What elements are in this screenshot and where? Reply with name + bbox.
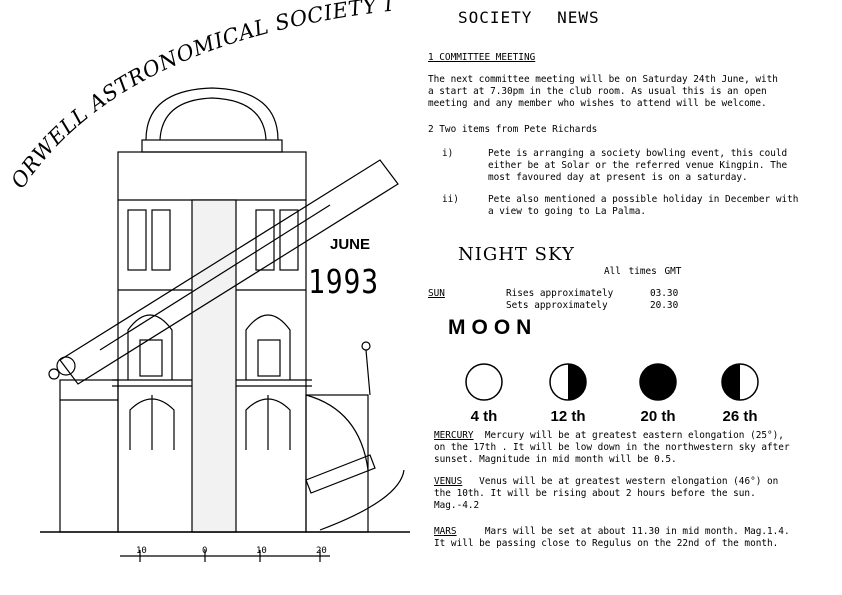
scale-label: 10 (256, 546, 267, 556)
moon-phase-date: 20 th (640, 408, 676, 425)
mercury-paragraph: MERCURY Mercury will be at greatest east… (434, 430, 790, 465)
sun-rises-time: 03.30 (650, 288, 679, 299)
sun-rises-label: Rises approximately (506, 288, 614, 299)
society-news-heading: SOCIETY NEWS (458, 8, 600, 27)
venus-label: VENUS (434, 476, 463, 487)
last-quarter-moon-icon (549, 363, 587, 401)
pete-richards-title: 2 Two items from Pete Richards (428, 124, 598, 135)
full-moon-icon (465, 363, 503, 401)
scale-label: 0 (202, 546, 207, 556)
mars-label: MARS (434, 526, 457, 537)
society-name-arc: ORWELL ASTRONOMICAL SOCIETY IPSWICH (0, 0, 394, 193)
moon-phase-date: 26 th (722, 408, 758, 425)
committee-meeting-text: The next committee meeting will be on Sa… (428, 74, 778, 109)
times-note: All times GMT (604, 266, 682, 277)
venus-paragraph: VENUS Venus will be at greatest western … (434, 476, 779, 511)
holiday-text: Pete also mentioned a possible holiday i… (488, 194, 799, 217)
sun-label: SUN (428, 288, 445, 299)
first-quarter-moon-icon (721, 363, 759, 401)
issue-year: 1993 (308, 262, 379, 301)
night-sky-heading: NIGHT SKY (458, 244, 575, 265)
moon-heading: MOON (448, 316, 538, 339)
sun-sets-time: 20.30 (650, 300, 679, 311)
observatory-drawing: 10 0 10 20 (40, 87, 410, 562)
mars-paragraph: MARS Mars will be set at about 11.30 in … (434, 526, 790, 549)
sub-item-marker: ii) (442, 194, 459, 205)
moon-phase-date: 12 th (550, 408, 586, 425)
masthead-panel: ORWELL ASTRONOMICAL SOCIETY IPSWICH (0, 0, 415, 595)
sub-item-marker: i) (442, 148, 454, 159)
sun-sets-label: Sets approximately (506, 300, 608, 311)
moon-phase-date: 4 th (470, 408, 498, 425)
mercury-label: MERCURY (434, 430, 474, 441)
scale-label: 10 (136, 546, 147, 556)
committee-meeting-title: 1 COMMITTEE MEETING (428, 52, 536, 63)
new-moon-icon (639, 363, 677, 401)
scale-label: 20 (316, 546, 327, 556)
issue-month: JUNE (330, 236, 371, 253)
newsletter-panel: SOCIETY NEWS 1 COMMITTEE MEETING The nex… (428, 0, 828, 595)
bowling-event-text: Pete is arranging a society bowling even… (488, 148, 788, 183)
